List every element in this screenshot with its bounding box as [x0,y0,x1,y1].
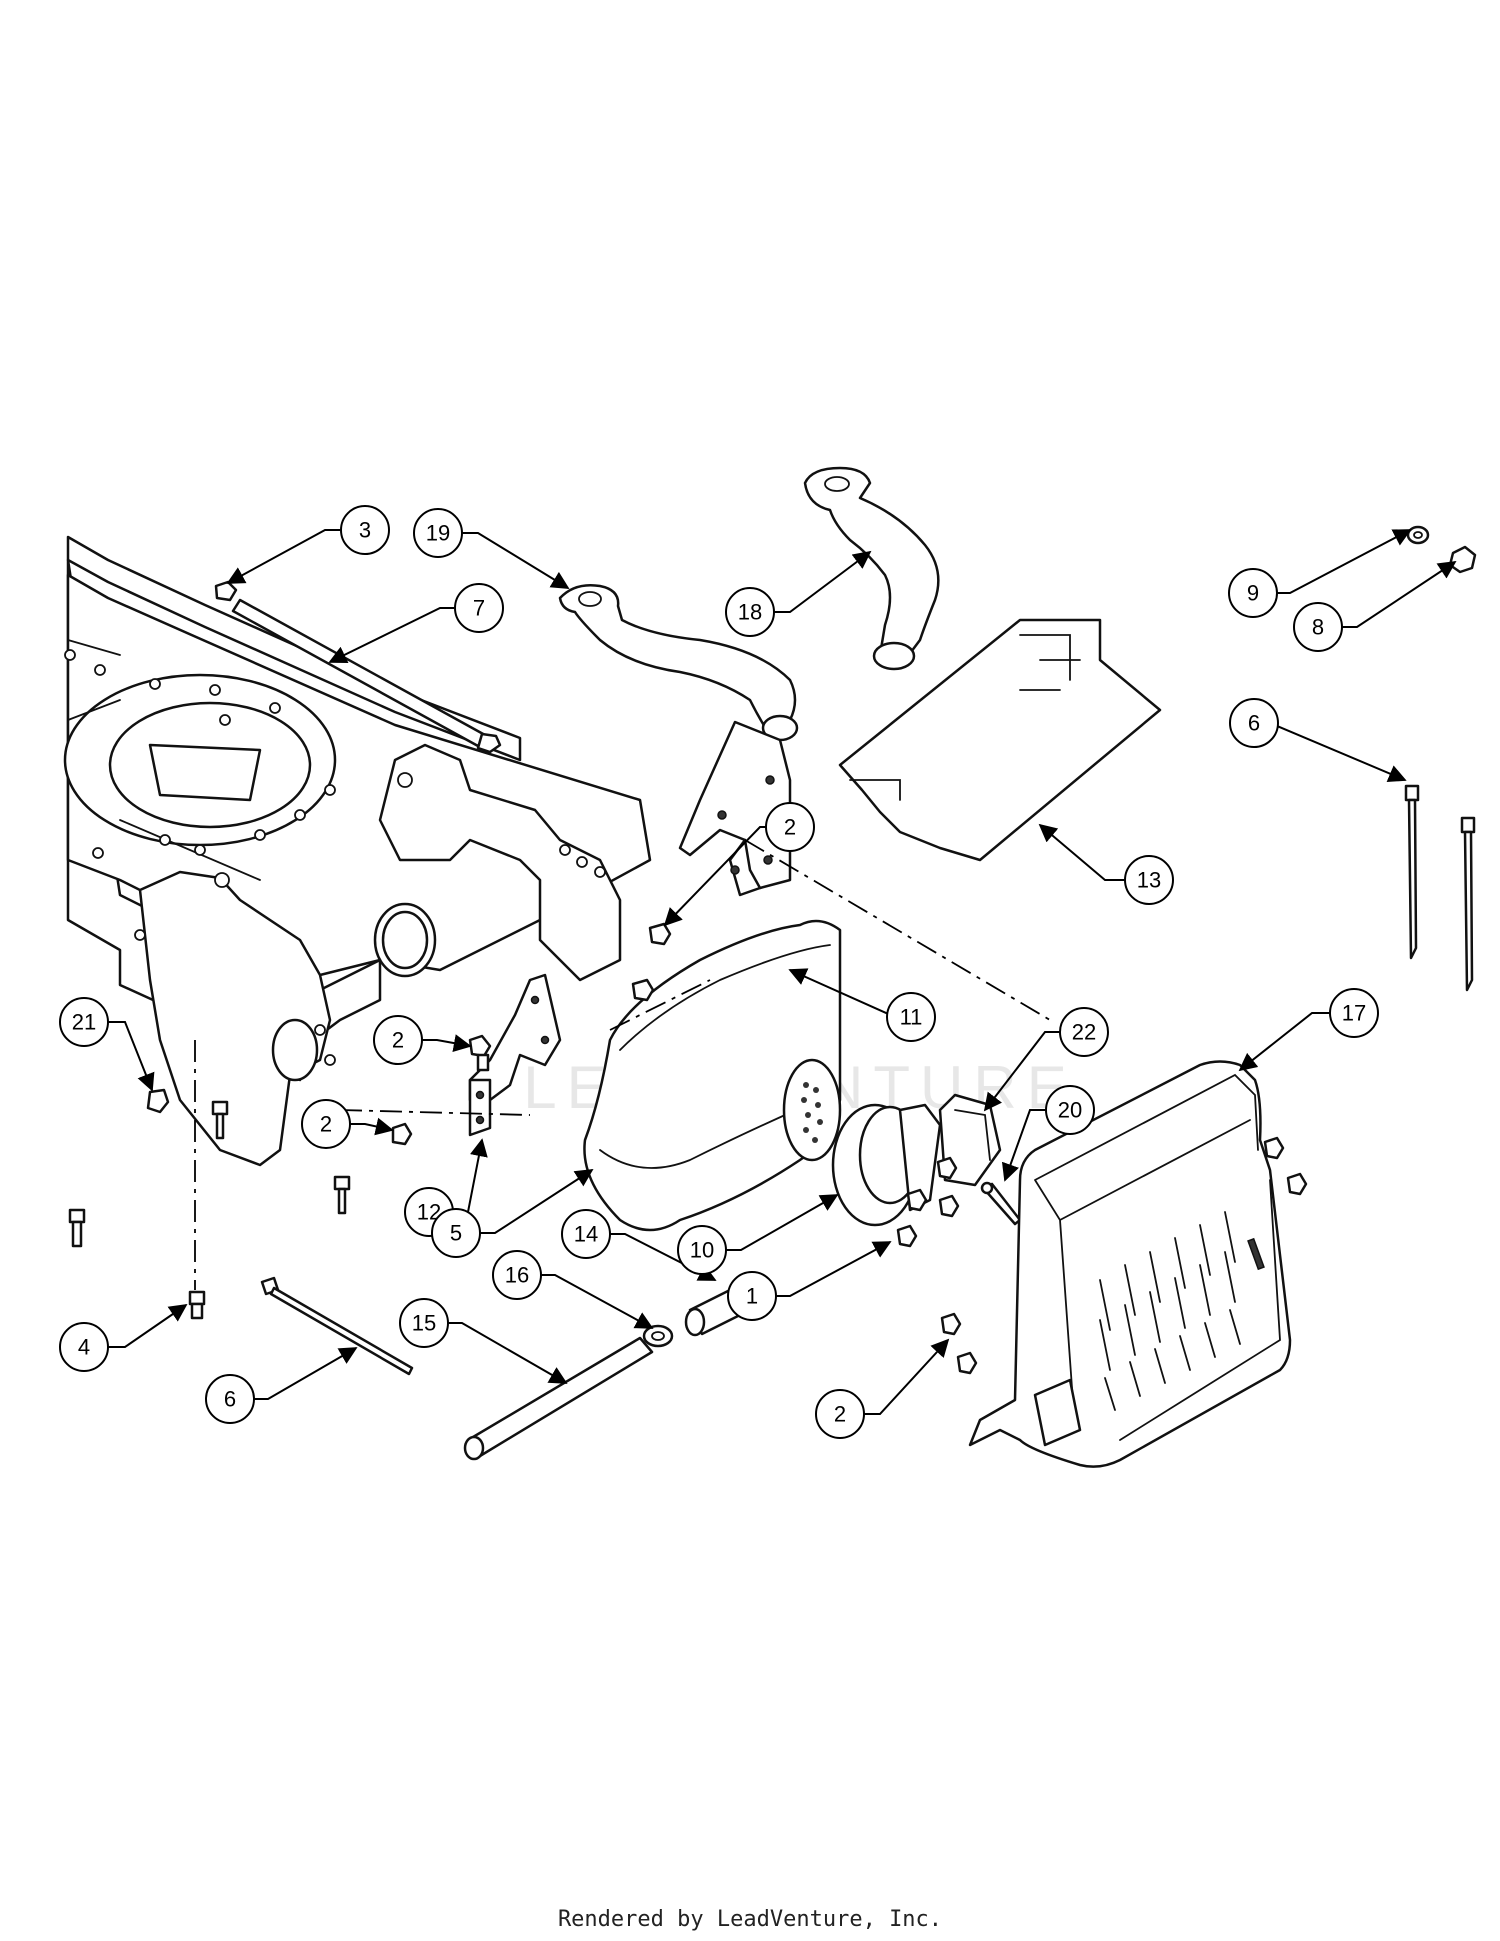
spark-arrestor-part-10 [831,1103,942,1227]
callout-13: 13 [1124,855,1174,905]
callout-9-label: 9 [1247,581,1259,606]
callout-7-label: 7 [473,596,485,621]
cable-tie-part-6-lower [260,1276,414,1376]
center-lines [194,839,1051,1290]
callout-2-top-label: 2 [784,815,796,840]
callout-5: 5 [431,1208,481,1258]
callout-7: 7 [454,583,504,633]
exhaust-pipe-part-18 [803,466,940,671]
callout-9: 9 [1228,568,1278,618]
heat-shield-part-13 [838,618,1162,862]
callout-6-right: 6 [1229,698,1279,748]
clamp-part-16 [642,1324,674,1348]
callout-20: 20 [1045,1085,1095,1135]
callout-2-top: 2 [765,802,815,852]
callout-8-label: 8 [1312,615,1324,640]
callout-17-label: 17 [1342,1001,1366,1026]
callout-3-label: 3 [359,518,371,543]
callout-21-label: 21 [72,1010,96,1035]
muffler-cover-part-17 [968,1060,1292,1468]
cable-tie-part-6-right [1404,784,1476,992]
callout-16: 16 [492,1250,542,1300]
exhaust-pipe-part-19 [558,584,799,742]
callout-5-label: 5 [450,1221,462,1246]
washer-part-9 [1406,525,1430,545]
callout-2-bottom-label: 2 [834,1402,846,1427]
callout-16-label: 16 [505,1263,529,1288]
callout-6-lower-label: 6 [224,1387,236,1412]
callout-3: 3 [340,505,390,555]
callout-17: 17 [1329,988,1379,1038]
nut-part-8 [1448,545,1477,574]
callout-22: 22 [1059,1007,1109,1057]
callout-11-label: 11 [900,1005,923,1030]
callout-22-label: 22 [1072,1020,1096,1045]
bracket-part-11 [678,720,792,897]
callout-1: 1 [727,1271,777,1321]
callout-14: 14 [561,1209,611,1259]
callout-19: 19 [413,508,463,558]
callout-2-bottom: 2 [815,1389,865,1439]
callout-11: 11 [886,992,936,1042]
nut-part-3 [214,580,238,602]
rod-part-7 [231,598,502,754]
callout-1-label: 1 [746,1284,758,1309]
callout-2-mid-label: 2 [392,1028,404,1053]
callout-13-label: 13 [1137,868,1161,893]
callout-2-lower: 2 [301,1099,351,1149]
callout-4: 4 [59,1322,109,1372]
callout-10-label: 10 [690,1238,714,1263]
callout-21: 21 [59,997,109,1047]
callout-15-label: 15 [412,1311,436,1336]
callout-6-right-label: 6 [1248,711,1260,736]
callout-18: 18 [725,587,775,637]
muffler-part-5 [583,919,842,1232]
footer-credit: Rendered by LeadVenture, Inc. [557,1907,943,1932]
callout-15: 15 [399,1298,449,1348]
callout-20-label: 20 [1058,1098,1082,1123]
callout-10: 10 [677,1225,727,1275]
deflector-part-22 [938,1093,1002,1187]
callout-2-lower-label: 2 [320,1112,332,1137]
callout-4-label: 4 [78,1335,90,1360]
callout-8: 8 [1293,602,1343,652]
frame-assembly [63,535,652,1167]
bracket-part-12 [468,973,562,1137]
callout-19-label: 19 [426,521,450,546]
screw-part-20 [980,1181,1022,1226]
callout-14-label: 14 [574,1222,598,1247]
bolt-group [68,922,1308,1375]
callout-2-mid: 2 [373,1015,423,1065]
callout-6-lower: 6 [205,1374,255,1424]
callout-18-label: 18 [738,600,762,625]
hose-part-15 [463,1336,654,1461]
